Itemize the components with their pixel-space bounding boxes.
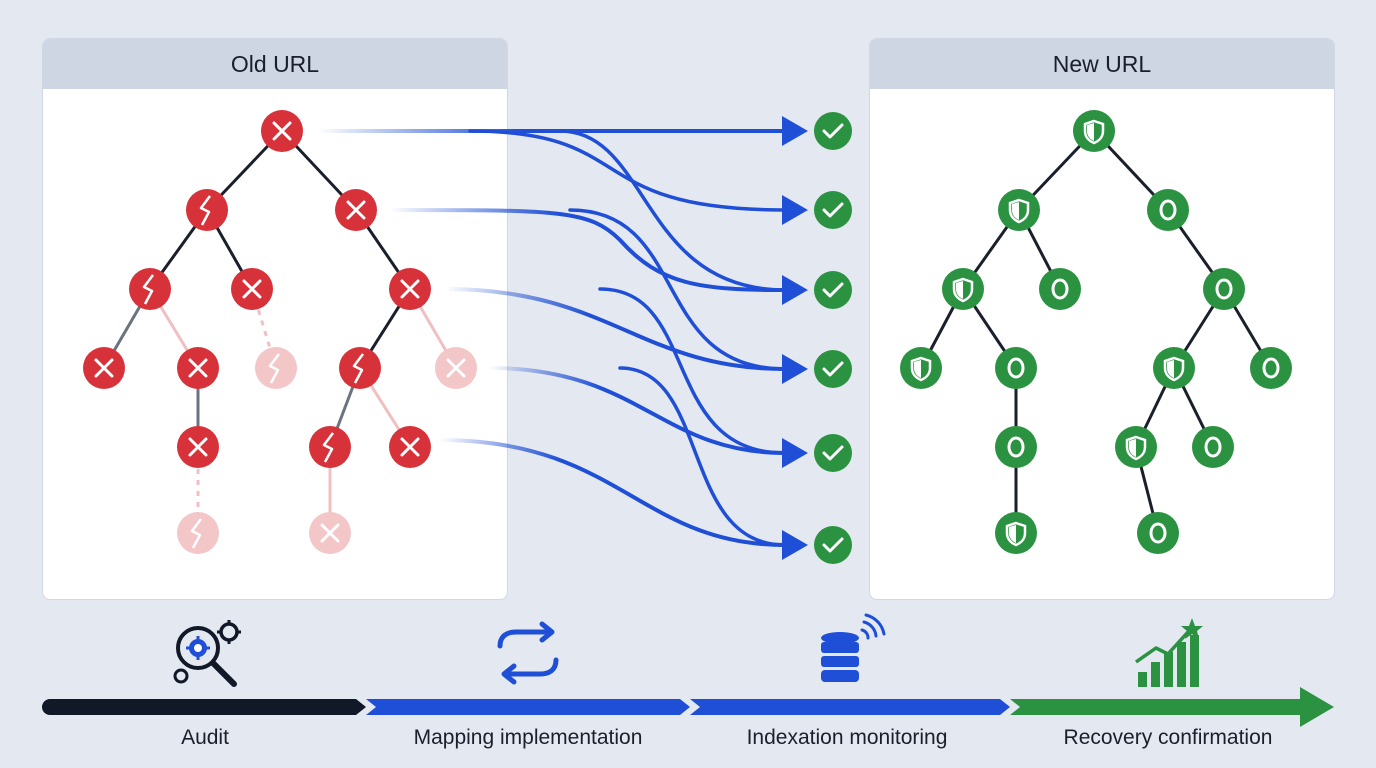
faded-node-x-icon bbox=[435, 347, 477, 389]
process-timeline bbox=[42, 687, 1334, 727]
healthy-node-shield-icon bbox=[1073, 110, 1115, 152]
old-url-title: Old URL bbox=[43, 39, 507, 89]
broken-node-x-icon bbox=[231, 268, 273, 310]
sync-arrows-icon bbox=[497, 621, 559, 685]
redirect-arrow bbox=[558, 129, 787, 292]
healthy-node-shield-icon bbox=[900, 347, 942, 389]
redirect-arrow bbox=[618, 366, 787, 547]
new-url-tree bbox=[900, 110, 1292, 554]
redirect-arrows bbox=[316, 128, 787, 547]
healthy-node-circle-icon bbox=[1250, 347, 1292, 389]
redirect-arrow bbox=[488, 366, 787, 455]
magnifier-gears-icon bbox=[173, 620, 241, 687]
broken-node-x-icon bbox=[389, 426, 431, 468]
faded-node-crack-icon bbox=[177, 512, 219, 554]
check-circle-icon bbox=[814, 434, 852, 472]
arrowheads bbox=[782, 116, 808, 560]
broken-node-x-icon bbox=[177, 347, 219, 389]
check-circle-icon bbox=[814, 350, 852, 388]
check-circle-icon bbox=[814, 271, 852, 309]
new-url-title: New URL bbox=[870, 39, 1334, 89]
broken-node-crack-icon bbox=[309, 426, 351, 468]
check-circle-icon bbox=[814, 526, 852, 564]
timeline-segment-mapping bbox=[366, 699, 690, 715]
redirect-arrow bbox=[568, 208, 787, 371]
database-signal-icon bbox=[821, 613, 886, 682]
healthy-node-circle-icon bbox=[995, 426, 1037, 468]
timeline-segment-audit bbox=[42, 699, 366, 715]
healthy-node-shield-icon bbox=[942, 268, 984, 310]
healthy-node-shield-icon bbox=[1115, 426, 1157, 468]
step-label-indexation: Indexation monitoring bbox=[746, 726, 948, 749]
step-label-audit: Audit bbox=[181, 726, 229, 749]
healthy-node-circle-icon bbox=[1137, 512, 1179, 554]
broken-node-crack-icon bbox=[186, 189, 228, 231]
timeline-segment-indexation bbox=[690, 699, 1010, 715]
growth-chart-star-icon bbox=[1134, 618, 1203, 687]
broken-node-x-icon bbox=[83, 347, 125, 389]
redirect-arrow bbox=[388, 208, 787, 292]
faded-node-x-icon bbox=[309, 512, 351, 554]
healthy-node-circle-icon bbox=[1192, 426, 1234, 468]
redirect-arrow bbox=[438, 438, 787, 547]
healthy-node-circle-icon bbox=[995, 347, 1037, 389]
redirect-arrow bbox=[468, 129, 787, 212]
broken-node-x-icon bbox=[177, 426, 219, 468]
broken-node-x-icon bbox=[335, 189, 377, 231]
timeline-segment-recovery bbox=[1010, 687, 1334, 727]
broken-node-x-icon bbox=[261, 110, 303, 152]
step-label-mapping: Mapping implementation bbox=[413, 726, 643, 749]
check-circle-icon bbox=[814, 191, 852, 229]
healthy-node-shield-icon bbox=[1153, 347, 1195, 389]
broken-node-crack-icon bbox=[129, 268, 171, 310]
check-circle-icon bbox=[814, 112, 852, 150]
healthy-node-circle-icon bbox=[1147, 189, 1189, 231]
broken-node-x-icon bbox=[389, 268, 431, 310]
redirect-arrow bbox=[443, 287, 787, 371]
broken-node-crack-icon bbox=[339, 347, 381, 389]
healthy-node-circle-icon bbox=[1039, 268, 1081, 310]
faded-node-crack-icon bbox=[255, 347, 297, 389]
healthy-node-circle-icon bbox=[1203, 268, 1245, 310]
healthy-node-shield-icon bbox=[998, 189, 1040, 231]
redirect-arrow bbox=[598, 287, 787, 455]
step-label-recovery: Recovery confirmation bbox=[1063, 726, 1273, 749]
old-url-tree bbox=[83, 110, 477, 554]
success-checks bbox=[814, 112, 852, 564]
healthy-node-shield-icon bbox=[995, 512, 1037, 554]
